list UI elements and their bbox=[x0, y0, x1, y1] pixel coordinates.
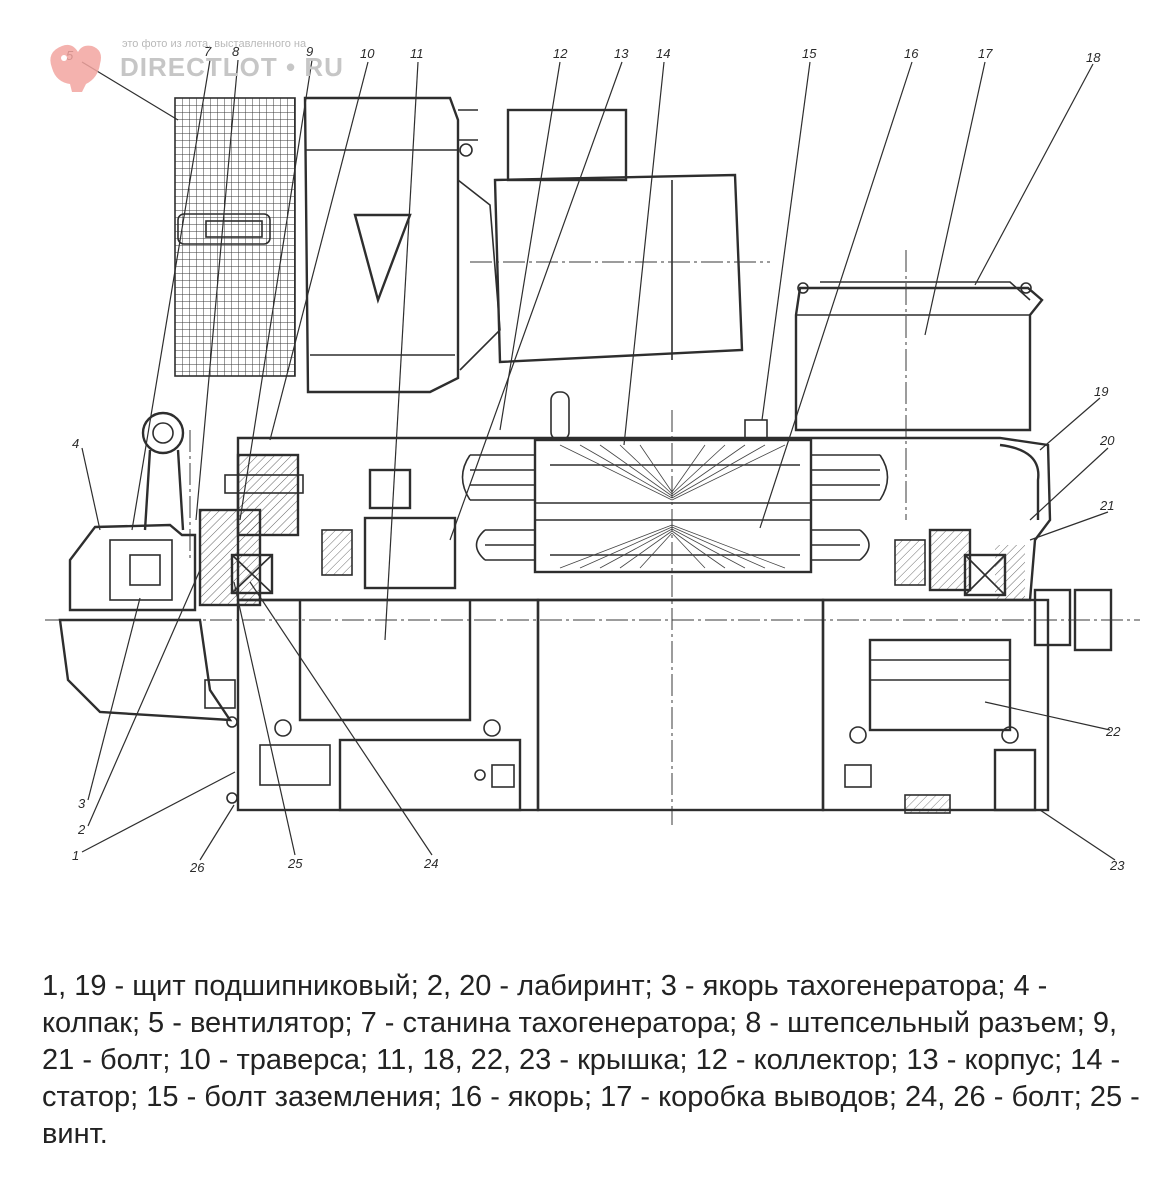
watermark: это фото из лота, выставленного на DIREC… bbox=[42, 34, 362, 94]
callout-labels: 5 7 8 9 10 11 12 13 14 15 16 17 18 19 20… bbox=[66, 44, 1125, 875]
callout-2: 2 bbox=[77, 822, 86, 837]
lower-body bbox=[58, 598, 1050, 814]
leader-lines bbox=[81, 59, 1116, 861]
callout-9: 9 bbox=[306, 44, 313, 59]
watermark-site: DIRECTLOT • RU bbox=[120, 52, 344, 82]
callout-11: 11 bbox=[410, 46, 424, 61]
callout-13: 13 bbox=[614, 46, 629, 61]
callout-8: 8 bbox=[232, 44, 240, 59]
callout-12: 12 bbox=[553, 46, 568, 61]
tacho-housing bbox=[303, 96, 501, 394]
callout-19: 19 bbox=[1094, 384, 1108, 399]
callout-17: 17 bbox=[978, 46, 993, 61]
callout-25: 25 bbox=[287, 856, 303, 871]
callout-15: 15 bbox=[802, 46, 817, 61]
fan-grille bbox=[174, 97, 296, 377]
motor-drawing: 5 7 8 9 10 11 12 13 14 15 16 17 18 19 20… bbox=[45, 44, 1140, 875]
callout-18: 18 bbox=[1086, 50, 1101, 65]
left-end bbox=[68, 411, 304, 612]
callout-14: 14 bbox=[656, 46, 670, 61]
callout-3: 3 bbox=[78, 796, 86, 811]
upper-box bbox=[470, 108, 770, 364]
callout-10: 10 bbox=[360, 46, 375, 61]
armature-winding bbox=[559, 444, 786, 569]
callout-22: 22 bbox=[1105, 724, 1121, 739]
callout-16: 16 bbox=[904, 46, 919, 61]
callout-20: 20 bbox=[1099, 433, 1115, 448]
terminal-box-right bbox=[794, 250, 1044, 520]
parts-legend-caption: 1, 19 - щит подшипниковый; 2, 20 - лабир… bbox=[42, 970, 1140, 1150]
callout-1: 1 bbox=[72, 848, 79, 863]
right-end bbox=[928, 528, 1113, 652]
callout-24: 24 bbox=[423, 856, 438, 871]
callout-7: 7 bbox=[204, 44, 212, 59]
main-frame bbox=[236, 391, 1052, 602]
watermark-small-text: это фото из лота, выставленного на bbox=[122, 38, 307, 50]
callout-26: 26 bbox=[189, 860, 205, 875]
callout-4: 4 bbox=[72, 436, 79, 451]
callout-23: 23 bbox=[1109, 858, 1125, 873]
squirrel-logo-icon bbox=[50, 44, 101, 92]
callout-21: 21 bbox=[1099, 498, 1114, 513]
